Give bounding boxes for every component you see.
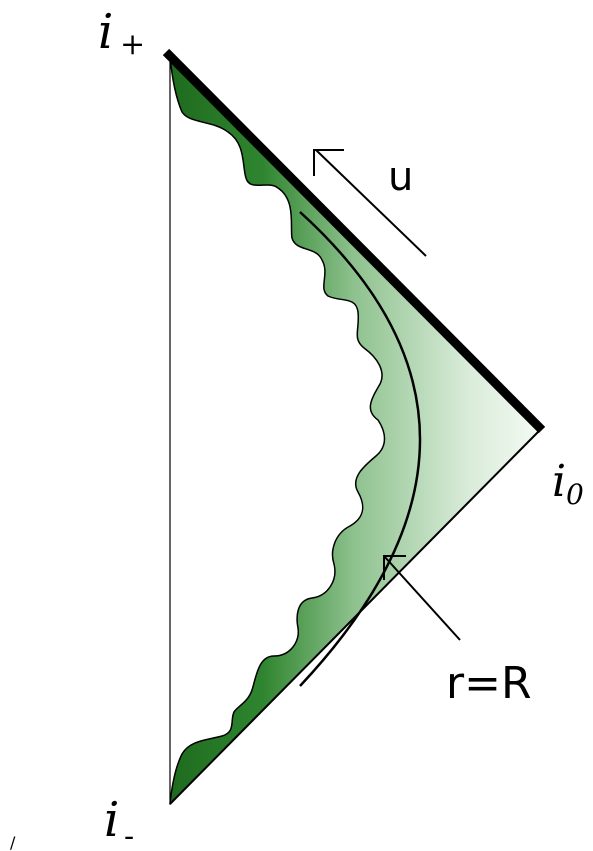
right-vertex-label: i0 [552,456,584,511]
future-null-boundary [162,48,546,434]
u-arrow [313,149,427,257]
shaded-region [169,55,541,805]
corner-mark: / [10,833,16,851]
top-vertex-label: i+ [98,4,145,62]
r-equals-R-curve [299,211,422,687]
bottom-vertex-label: i- [104,792,134,851]
u-label: u [388,154,413,200]
curve-pointer-arrow [383,555,461,641]
r-equals-R-label: r=R [446,658,532,709]
